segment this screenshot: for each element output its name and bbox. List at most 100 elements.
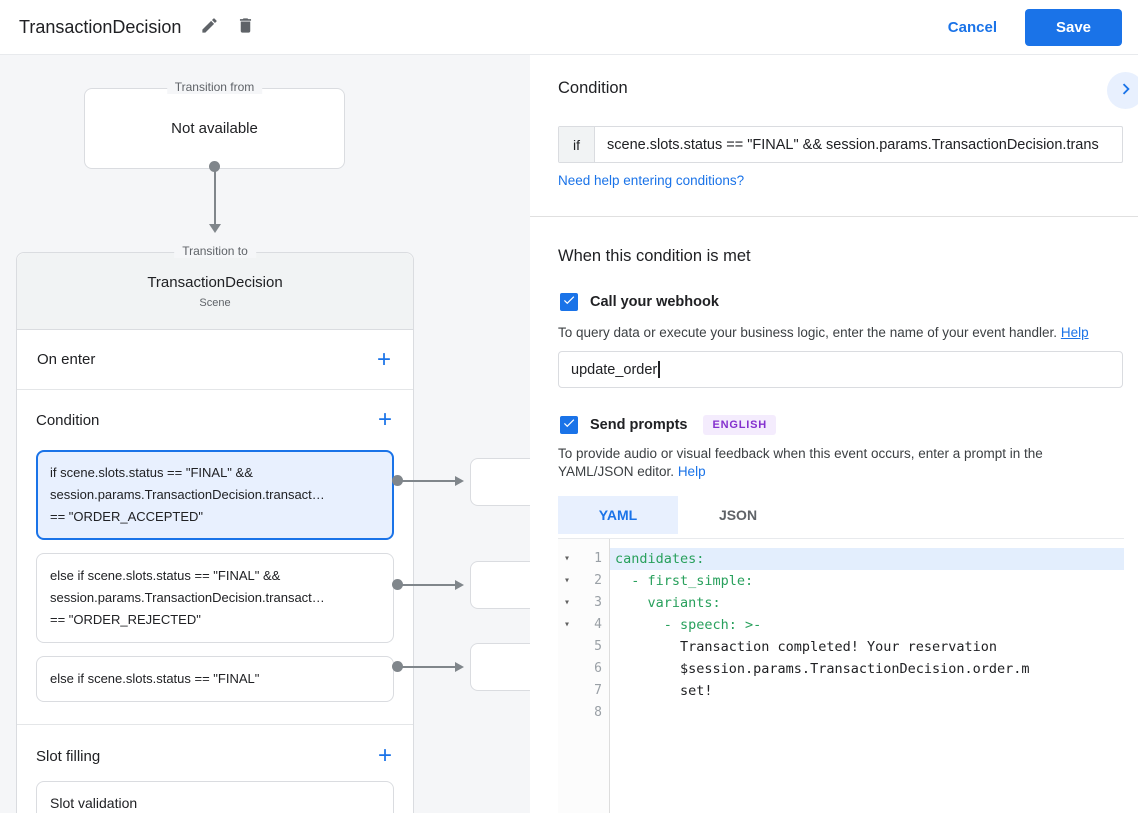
webhook-description-text: To query data or execute your business l… <box>558 325 1058 340</box>
check-icon <box>562 416 576 435</box>
webhook-help-link[interactable]: Help <box>1060 325 1089 340</box>
check-icon <box>562 293 576 312</box>
transition-from-label: Transition from <box>166 80 263 94</box>
condition-text: == "ORDER_REJECTED" <box>50 612 201 627</box>
slot-filling-label: Slot filling <box>36 747 101 765</box>
editor-code-area[interactable]: candidates: - first_simple: variants: - … <box>610 539 1124 813</box>
on-enter-section: On enter + <box>17 330 413 390</box>
arrow-right-icon <box>455 476 464 486</box>
on-enter-label: On enter <box>37 351 96 368</box>
send-prompts-row[interactable]: Send prompts ENGLISH <box>558 415 776 435</box>
fold-toggle[interactable]: ▾ <box>563 553 571 564</box>
connector-line <box>402 584 456 586</box>
line-number: 3 <box>594 595 602 610</box>
condition-section-label: Condition <box>36 411 100 429</box>
slot-validation-card[interactable]: Slot validation <box>36 781 394 813</box>
arrow-down-icon <box>209 224 221 233</box>
webhook-label: Call your webhook <box>590 294 719 310</box>
editor-gutter: ▾ 1 ▾ 2 ▾ 3 ▾ 4 5 6 7 8 <box>558 539 610 813</box>
transition-target-box[interactable] <box>470 561 530 609</box>
code-line: - first_simple: <box>615 573 754 589</box>
when-condition-title: When this condition is met <box>558 247 751 265</box>
connector-dot <box>392 579 403 590</box>
line-number: 6 <box>594 661 602 676</box>
condition-section: Condition + if scene.slots.status == "FI… <box>17 390 413 725</box>
pencil-icon <box>200 16 219 38</box>
scene-node-title: TransactionDecision <box>147 273 283 291</box>
condition-card-rejected[interactable]: else if scene.slots.status == "FINAL" &&… <box>36 553 394 643</box>
webhook-description: To query data or execute your business l… <box>558 324 1089 341</box>
connector-dot <box>392 661 403 672</box>
arrow-right-icon <box>455 662 464 672</box>
save-button[interactable]: Save <box>1025 8 1122 46</box>
condition-card-accepted[interactable]: if scene.slots.status == "FINAL" && sess… <box>36 450 394 540</box>
edit-title-button[interactable] <box>191 9 227 45</box>
panel-title: Condition <box>558 79 628 97</box>
prompts-description-text: To provide audio or visual feedback when… <box>558 446 1043 479</box>
tab-json[interactable]: JSON <box>678 496 798 534</box>
yaml-code-editor[interactable]: ▾ 1 ▾ 2 ▾ 3 ▾ 4 5 6 7 8 candidates: - first_… <box>558 538 1124 813</box>
condition-expression-row: if scene.slots.status == "FINAL" && sess… <box>558 126 1123 163</box>
condition-card-final[interactable]: else if scene.slots.status == "FINAL" <box>36 656 394 702</box>
line-number: 8 <box>594 705 602 720</box>
transition-target-box[interactable] <box>470 458 530 506</box>
condition-expression-input[interactable]: scene.slots.status == "FINAL" && session… <box>607 136 1099 153</box>
code-line: candidates: <box>610 548 1124 570</box>
flow-canvas: Transition from Not available Transition… <box>0 55 530 813</box>
connector-dot <box>209 161 220 172</box>
transition-from-box: Transition from Not available <box>84 80 345 169</box>
editor-format-tabs: YAML JSON <box>558 496 798 534</box>
arrow-right-icon <box>455 580 464 590</box>
condition-text: == "ORDER_ACCEPTED" <box>50 509 203 524</box>
line-number: 7 <box>594 683 602 698</box>
code-line: - speech: >- <box>615 617 762 633</box>
line-number: 5 <box>594 639 602 654</box>
transition-from-content: Not available <box>171 120 258 137</box>
connector-line <box>214 169 216 225</box>
slot-filling-section: Slot filling + Slot validation <box>17 725 413 813</box>
add-slot-button[interactable]: + <box>377 742 392 769</box>
event-handler-input[interactable]: update_order <box>558 351 1123 388</box>
code-line: $session.params.TransactionDecision.orde… <box>615 661 1030 677</box>
scene-node-subtitle: Scene <box>199 296 231 309</box>
line-number: 1 <box>594 551 602 566</box>
code-line: set! <box>615 683 713 699</box>
prompts-checkbox[interactable] <box>560 416 578 434</box>
add-condition-button[interactable]: + <box>377 406 392 433</box>
condition-text: if scene.slots.status == "FINAL" && <box>50 465 253 480</box>
condition-help-link[interactable]: Need help entering conditions? <box>558 173 745 188</box>
page-title: TransactionDecision <box>19 16 182 37</box>
condition-text: session.params.TransactionDecision.trans… <box>50 487 325 502</box>
event-handler-value: update_order <box>571 361 658 378</box>
fold-toggle[interactable]: ▾ <box>563 597 571 608</box>
top-bar: TransactionDecision Cancel Save <box>0 0 1138 55</box>
code-line: Transaction completed! Your reservation <box>615 639 998 655</box>
fold-toggle[interactable]: ▾ <box>563 575 571 586</box>
connector-line <box>402 480 456 482</box>
code-line <box>610 702 1124 724</box>
prompts-label: Send prompts <box>590 417 688 433</box>
code-line: variants: <box>615 595 721 611</box>
condition-text: else if scene.slots.status == "FINAL" <box>50 671 260 686</box>
if-prefix-label: if <box>559 127 595 162</box>
prompts-help-link[interactable]: Help <box>677 464 706 479</box>
transition-to-container: Transition to TransactionDecision Scene … <box>16 244 414 813</box>
condition-editor-panel: Condition if scene.slots.status == "FINA… <box>530 55 1138 813</box>
delete-scene-button[interactable] <box>227 9 263 45</box>
scene-node-header: TransactionDecision Scene <box>17 253 413 330</box>
condition-text: session.params.TransactionDecision.trans… <box>50 590 325 605</box>
call-webhook-row[interactable]: Call your webhook <box>558 293 719 311</box>
text-caret <box>658 361 660 378</box>
tab-yaml[interactable]: YAML <box>558 496 678 534</box>
line-number: 2 <box>594 573 602 588</box>
language-badge: ENGLISH <box>703 415 776 435</box>
line-number: 4 <box>594 617 602 632</box>
webhook-checkbox[interactable] <box>560 293 578 311</box>
transition-target-box[interactable] <box>470 643 530 691</box>
fold-toggle[interactable]: ▾ <box>563 619 571 630</box>
collapse-panel-button[interactable] <box>1107 72 1138 109</box>
cancel-button[interactable]: Cancel <box>947 18 997 36</box>
add-on-enter-button[interactable]: + <box>376 345 391 373</box>
chevron-right-icon <box>1115 78 1137 103</box>
